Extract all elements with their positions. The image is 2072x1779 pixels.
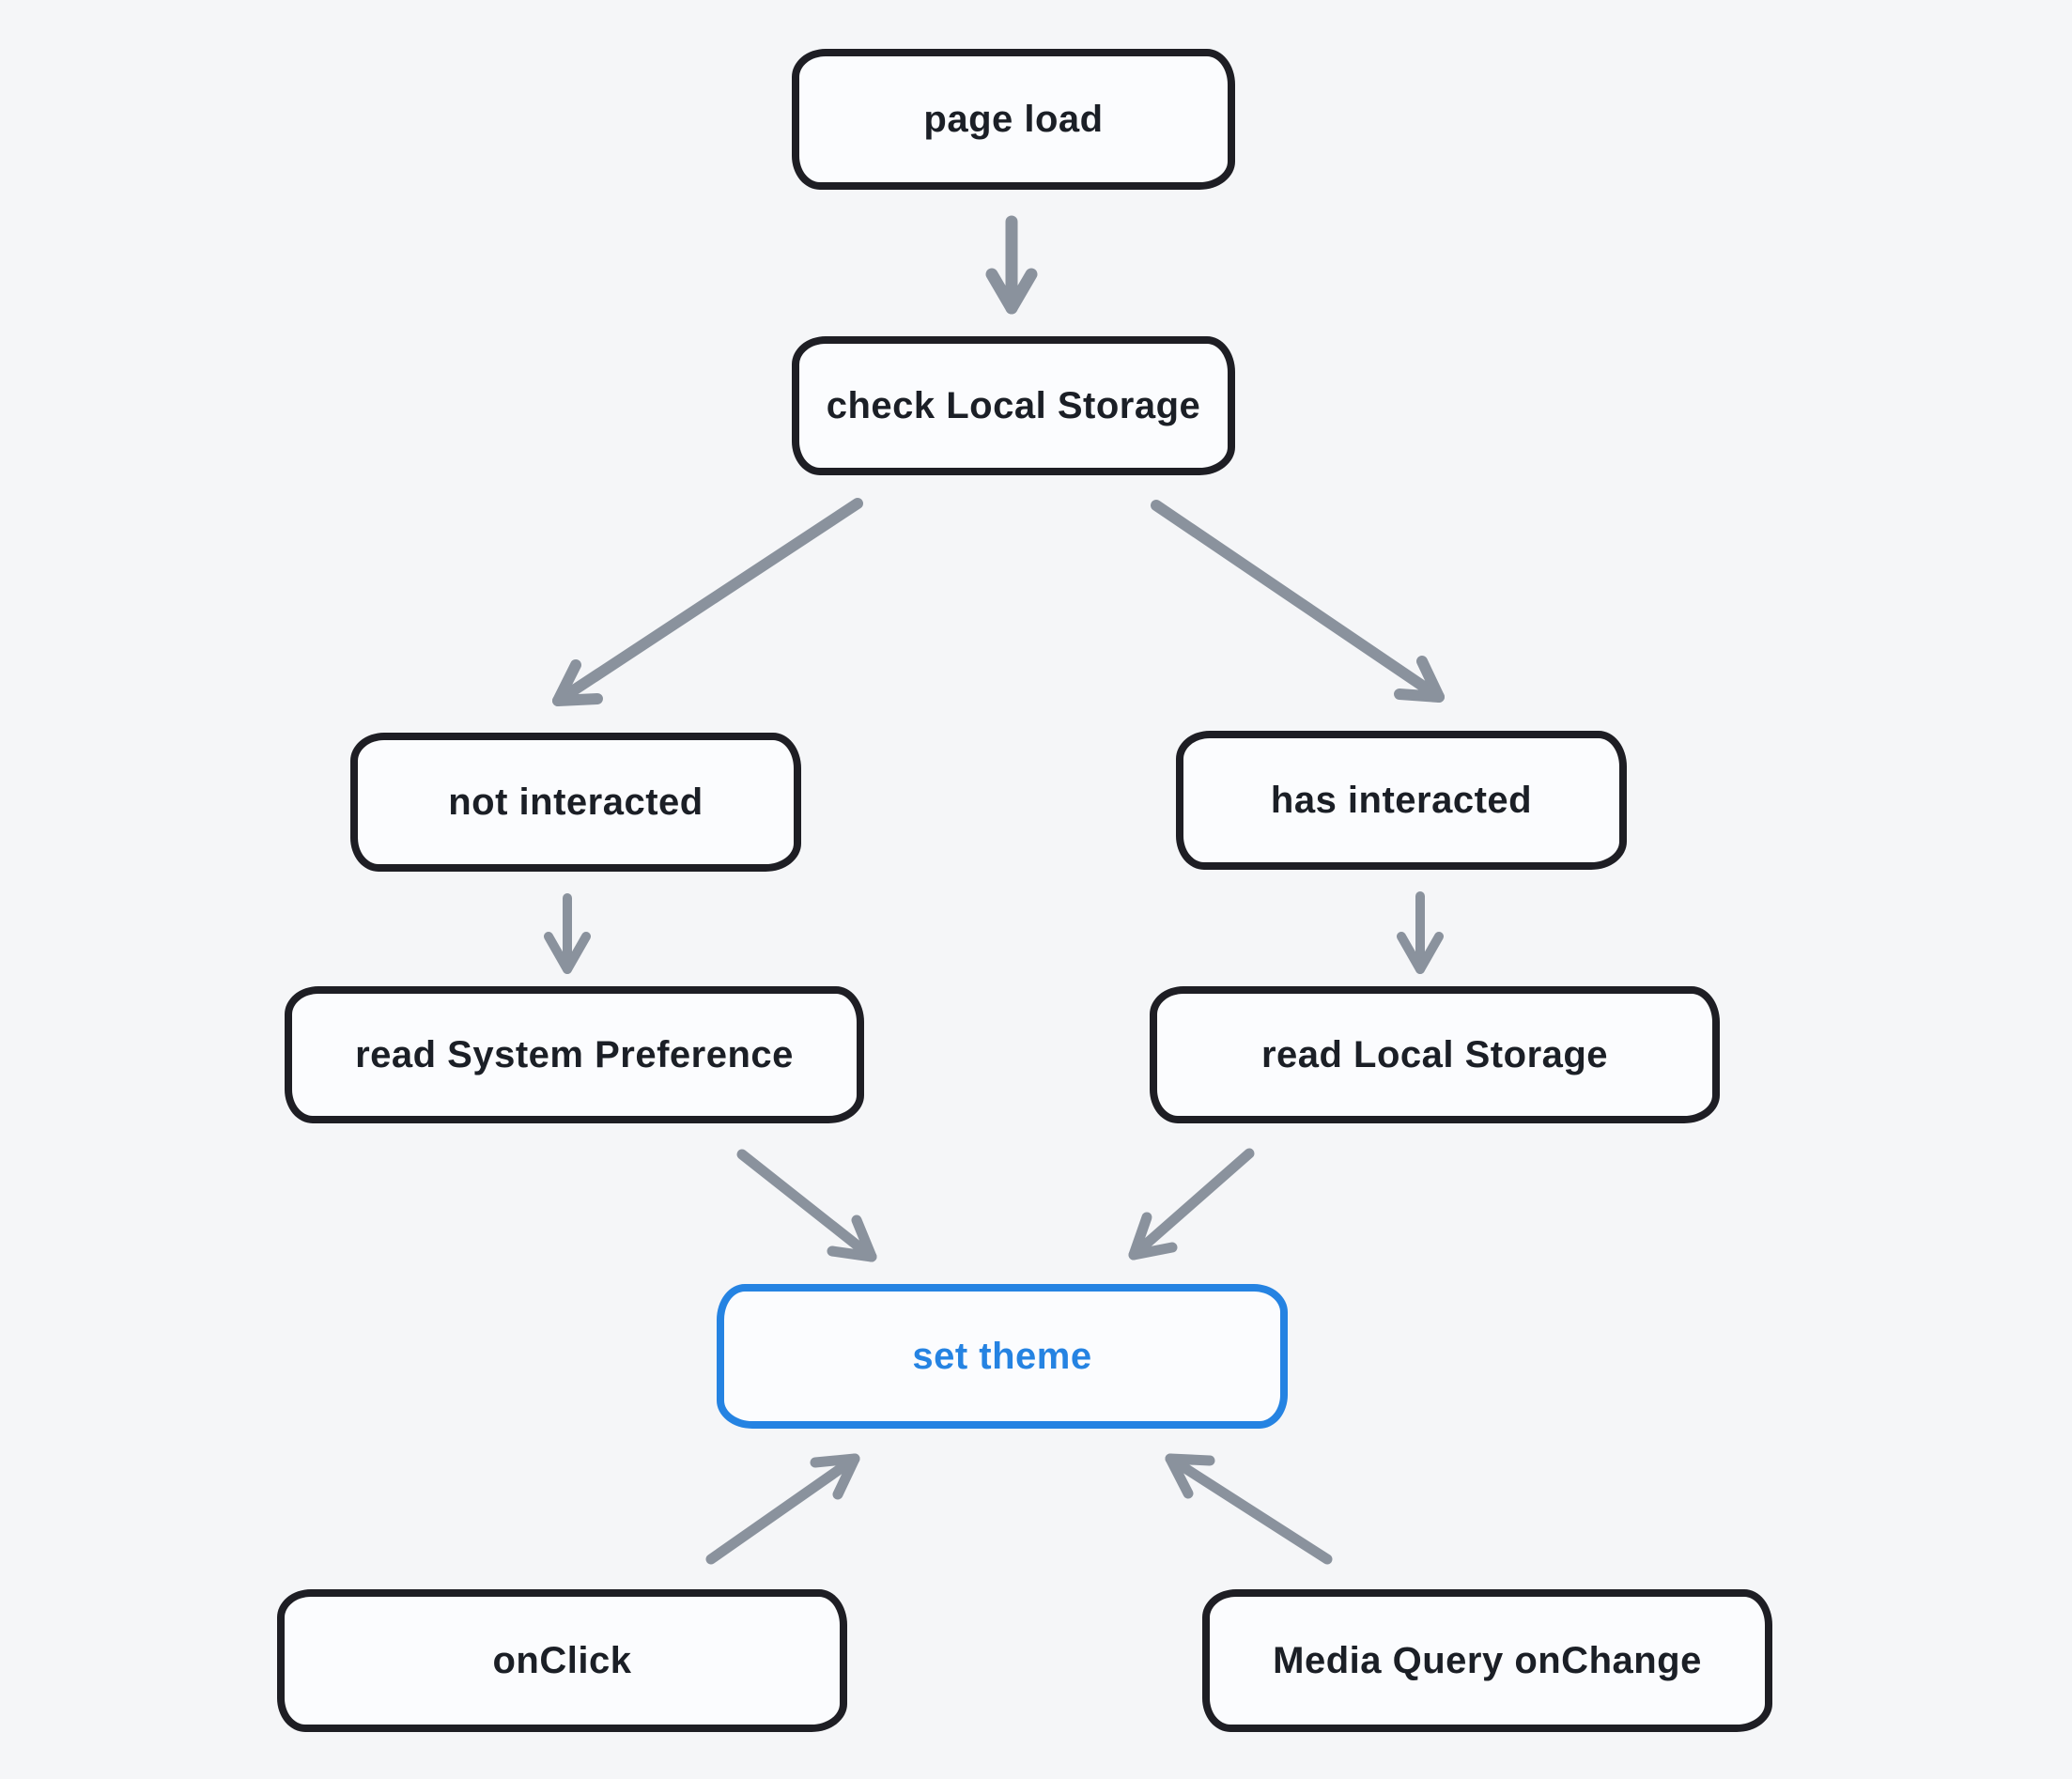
arrow-onclick-to-set-theme[interactable] <box>705 1453 860 1565</box>
node-read-local-storage[interactable]: read Local Storage <box>1150 986 1720 1123</box>
arrow-check-local-storage-to-has-interacted[interactable] <box>1151 500 1445 703</box>
arrow-not-interacted-to-read-system-preference[interactable] <box>544 893 591 974</box>
arrow-media-query-onchange-to-set-theme[interactable] <box>1165 1453 1333 1565</box>
node-read-system-preference-label: read System Preference <box>355 1033 794 1075</box>
node-has-interacted[interactable]: has interacted <box>1176 731 1627 870</box>
node-onclick-label: onClick <box>492 1639 632 1681</box>
arrow-check-local-storage-to-not-interacted[interactable] <box>552 498 863 706</box>
node-not-interacted[interactable]: not interacted <box>350 733 801 872</box>
node-read-local-storage-label: read Local Storage <box>1260 1033 1609 1075</box>
node-has-interacted-label: has interacted <box>1270 779 1533 821</box>
node-page-load-label: page load <box>923 98 1104 140</box>
node-not-interacted-label: not interacted <box>448 781 704 823</box>
arrow-read-system-preference-to-set-theme[interactable] <box>736 1149 877 1262</box>
node-read-system-preference[interactable]: read System Preference <box>285 986 864 1123</box>
node-media-query-onchange-label: Media Query onChange <box>1273 1639 1702 1681</box>
arrow-page-load-to-check-local-storage[interactable] <box>985 215 1038 315</box>
arrow-has-interacted-to-read-local-storage[interactable] <box>1397 891 1444 974</box>
node-set-theme[interactable]: set theme <box>717 1284 1288 1429</box>
node-media-query-onchange[interactable]: Media Query onChange <box>1202 1589 1772 1732</box>
node-page-load[interactable]: page load <box>792 49 1235 190</box>
node-check-local-storage-label: check Local Storage <box>826 384 1201 426</box>
node-check-local-storage[interactable]: check Local Storage <box>792 336 1235 475</box>
arrow-read-local-storage-to-set-theme[interactable] <box>1128 1148 1255 1261</box>
node-set-theme-label: set theme <box>912 1335 1092 1377</box>
node-onclick[interactable]: onClick <box>277 1589 847 1732</box>
